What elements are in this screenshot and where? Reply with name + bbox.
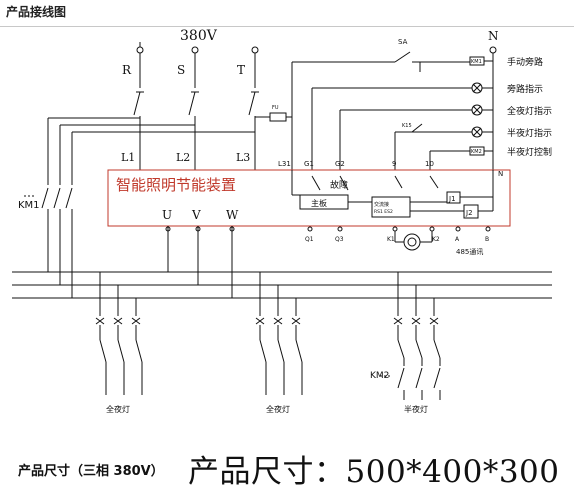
main-board-label: 主板 [311,198,327,208]
k15-label: K15 [402,123,412,129]
terminal-r-icon [136,46,144,54]
terminal-b-label: B [485,236,489,243]
load-full-night-2: 全夜灯 [266,404,290,414]
terminal-a-label: A [455,236,460,243]
relay-box [371,196,411,218]
terminal-g2-label: G2 [335,160,345,168]
km1-label: KM1 [18,200,40,211]
legend-manual-bypass: 手动旁路 [507,56,543,68]
sa-label: SA [398,38,408,46]
phase-t-label: T [237,63,245,77]
output-u-label: U [162,208,172,222]
km2-label: KM2 [370,371,389,381]
voltage-label: 380V [180,28,218,44]
j2-label: J2 [465,209,473,217]
terminal-k1-label: K1 [387,236,395,243]
relay-sub-label: RS1 ES2 [374,209,393,215]
j1-label: J1 [448,195,456,203]
page-title: 产品接线图 [6,5,67,19]
terminal-q3-label: Q3 [335,236,344,243]
km2-coil-label: KM2 [471,149,482,155]
terminal-9-label: 9 [392,160,396,168]
input-l2-label: L2 [176,151,190,164]
terminal-q1-label: Q1 [305,236,314,243]
comm-label: 485通讯 [456,247,483,256]
fuse-label: FU [272,105,279,111]
legend-bypass-indicator: 旁路指示 [507,83,543,95]
legend-half-night-indicator: 半夜灯指示 [507,127,552,139]
wiring-diagram: 380V R S T N SA FU KM1 KM1 KM2 K15 手动旁路 … [12,28,552,414]
device-box [107,169,511,227]
terminal-t-icon [251,46,259,54]
phase-r-label: R [122,63,132,77]
output-w-label: W [226,208,239,222]
device-name: 智能照明节能装置 [116,176,236,194]
phase-s-label: S [177,63,185,77]
input-l1-label: L1 [121,151,135,164]
terminal-g1-label: G1 [304,160,314,168]
terminal-10-label: 10 [425,160,434,168]
legend-half-night-control: 半夜灯控制 [507,146,552,158]
header-bar: 产品接线图 [0,0,574,27]
neutral-label: N [488,29,499,43]
load-half-night: 半夜灯 [404,404,428,414]
terminal-n-icon [489,46,497,54]
light-sensor-icon [403,233,421,251]
terminal-l31-label: L31 [278,160,291,168]
spec-size-text: 产品尺寸：500*400*300 [188,454,560,490]
spec-label: 产品尺寸（三相 380V） [18,464,164,479]
fault-label: 故障 [330,179,348,191]
output-v-label: V [191,208,201,222]
terminal-k2-label: K2 [432,236,440,243]
legend-full-night-indicator: 全夜灯指示 [507,105,552,117]
km1-coil-label: KM1 [471,59,482,65]
relay-label: 交流接 [374,201,389,208]
spec-section: 产品尺寸（三相 380V） 产品尺寸：500*400*300 [0,440,574,492]
terminal-s-icon [191,46,199,54]
input-l3-label: L3 [236,151,250,164]
terminal-n-label: N [498,170,503,178]
load-full-night-1: 全夜灯 [106,404,130,414]
